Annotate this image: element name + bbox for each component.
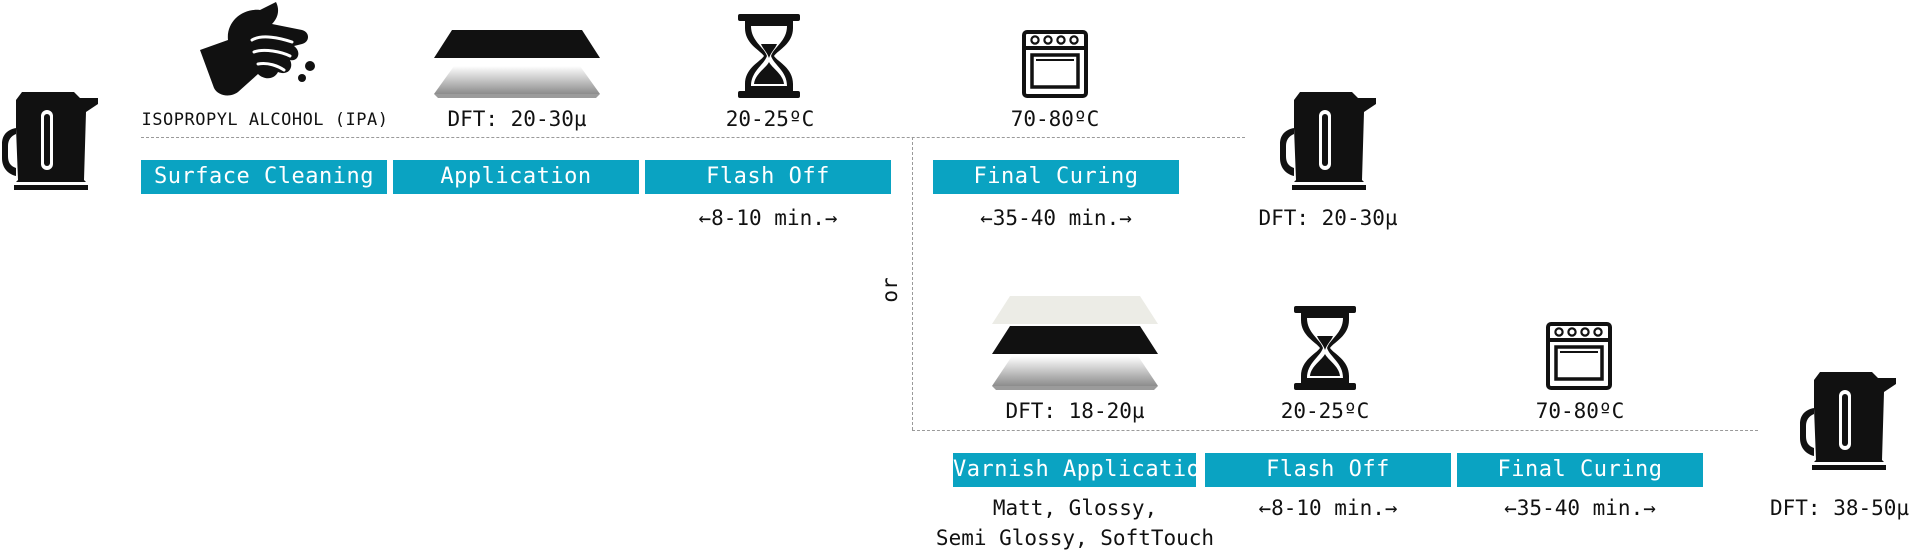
flash-time-label: ←8-10 min.→ <box>698 206 838 230</box>
hourglass-icon <box>1292 306 1358 390</box>
kettle-icon <box>1278 84 1378 194</box>
step-surface-cleaning: Surface Cleaning <box>141 160 387 194</box>
or-label: or <box>878 277 902 303</box>
final-dft-label: DFT: 38-50µ <box>1770 496 1910 520</box>
bottom-flash-temp-label: 20-25ºC <box>1280 399 1370 423</box>
step-varnish-application: Varnish Application <box>953 453 1214 487</box>
branch-divider-line <box>912 137 913 430</box>
step-final-curing-2: Final Curing <box>1457 453 1703 487</box>
kettle-icon <box>0 84 100 194</box>
hourglass-icon <box>736 14 802 98</box>
curing-temp-label: 70-80ºC <box>1010 107 1100 131</box>
step-flash-off-2: Flash Off <box>1205 453 1451 487</box>
oven-icon <box>1546 322 1612 390</box>
application-dft-label: DFT: 20-30µ <box>447 107 587 131</box>
top-divider-line <box>141 137 1245 138</box>
cleaner-label: ISOPROPYL ALCOHOL (IPA) <box>141 110 389 130</box>
bottom-curing-temp-label: 70-80ºC <box>1535 399 1625 423</box>
bottom-curing-time-label: ←35-40 min.→ <box>1504 496 1656 520</box>
bottom-flash-time-label: ←8-10 min.→ <box>1258 496 1398 520</box>
finish-options-line1: Matt, Glossy, <box>992 496 1158 520</box>
flash-temp-label: 20-25ºC <box>725 107 815 131</box>
step-application: Application <box>393 160 639 194</box>
varnish-layer-icon <box>990 294 1160 394</box>
step-flash-off: Flash Off <box>645 160 891 194</box>
finish-options-line2: Semi Glossy, SoftTouch <box>935 526 1215 550</box>
wiping-cloth-icon <box>196 0 330 100</box>
bottom-divider-line <box>912 430 1758 431</box>
result-dft-label: DFT: 20-30µ <box>1258 206 1398 230</box>
step-final-curing: Final Curing <box>933 160 1179 194</box>
coating-layer-icon <box>432 28 602 98</box>
curing-time-label: ←35-40 min.→ <box>980 206 1132 230</box>
kettle-icon <box>1798 364 1898 474</box>
oven-icon <box>1022 30 1088 98</box>
varnish-dft-label: DFT: 18-20µ <box>1005 399 1145 423</box>
